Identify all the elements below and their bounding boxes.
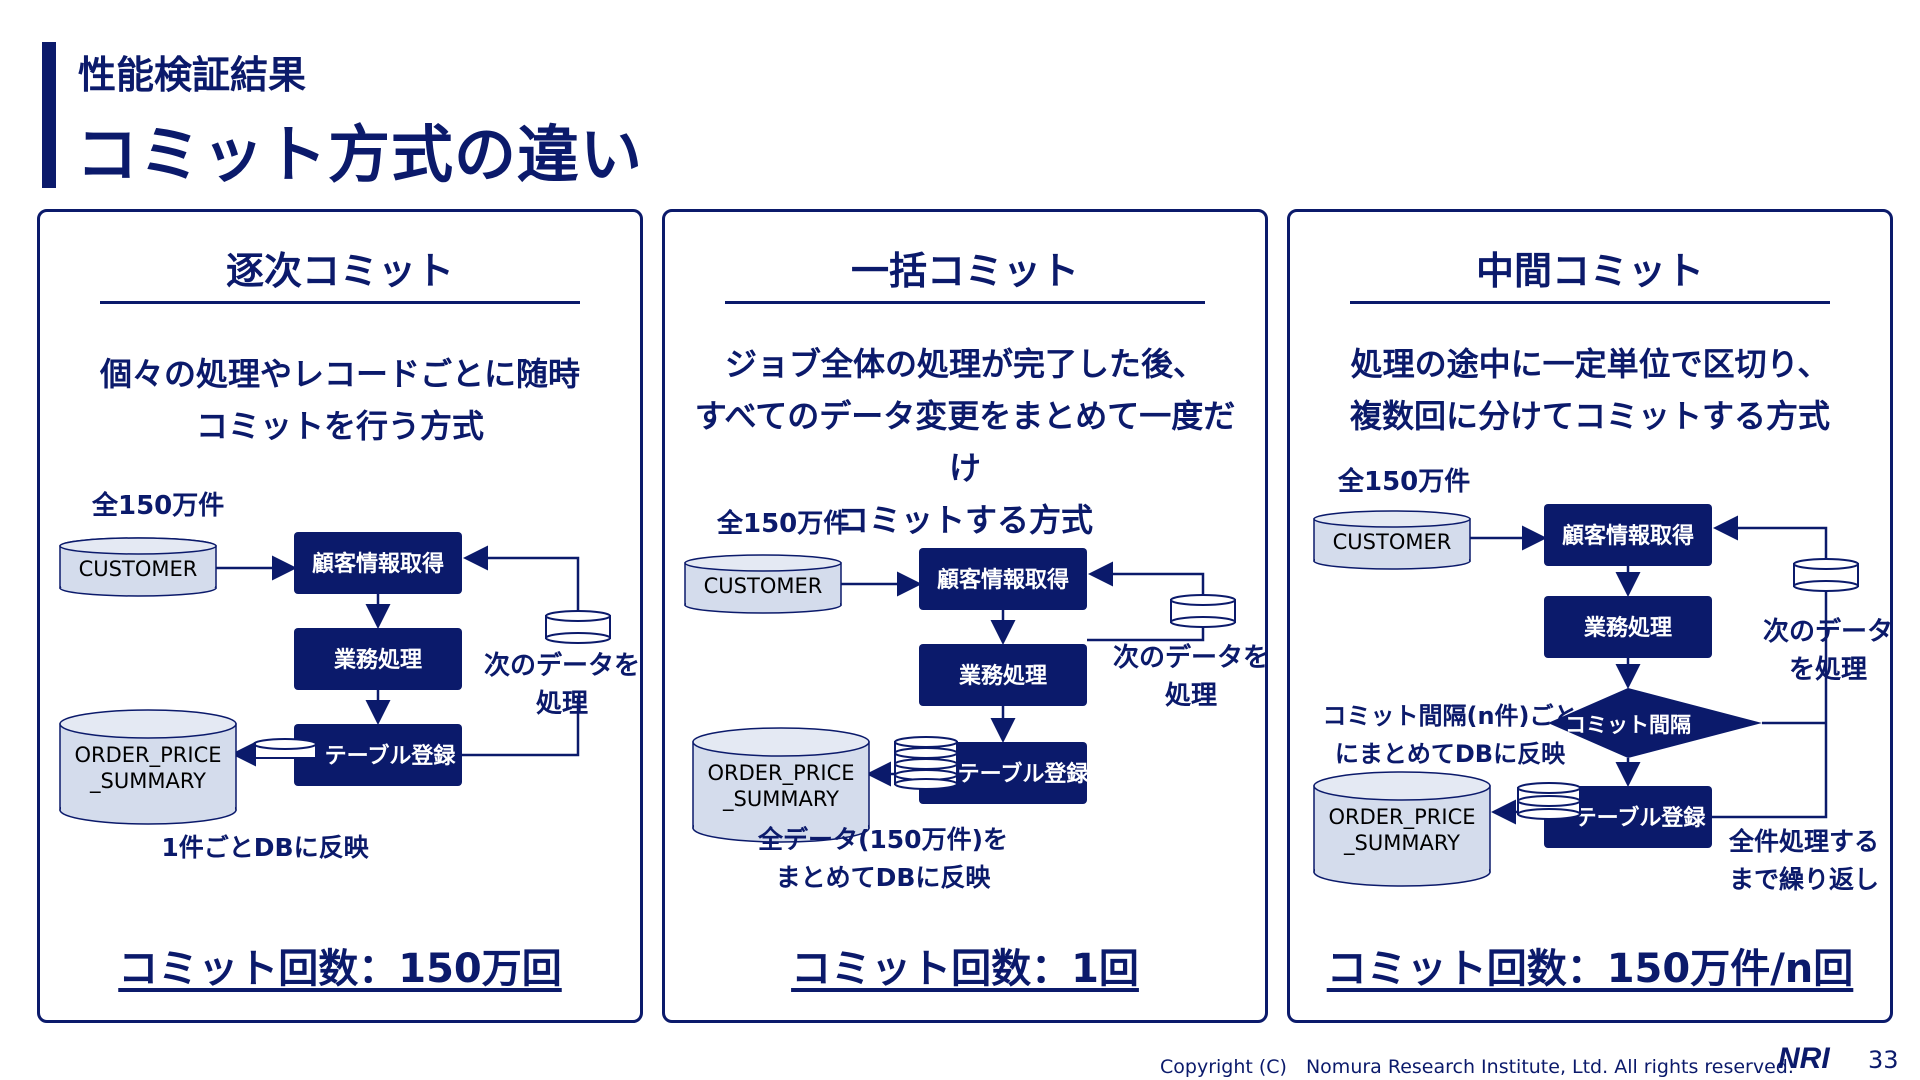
step-table-insert-box bbox=[919, 742, 1087, 804]
flow-diagram: 全150万件 CUSTOMER 顧客情報取得 業務処理 テーブル登録 bbox=[59, 490, 640, 862]
step-business-process-label: 業務処理 bbox=[959, 663, 1047, 689]
step-business-process-box bbox=[294, 628, 462, 690]
repeat-note-line2: まで繰り返し bbox=[1729, 865, 1879, 894]
commit-db-icon bbox=[253, 738, 317, 759]
step-fetch-customer-label: 顧客情報取得 bbox=[312, 551, 444, 577]
target-db-label-line1: ORDER_PRICE bbox=[707, 761, 854, 786]
decision-label: コミット間隔 bbox=[1565, 713, 1691, 737]
next-data-db-icon bbox=[1170, 594, 1236, 628]
customer-db-label: CUSTOMER bbox=[79, 557, 198, 581]
step-table-insert-label: テーブル登録 bbox=[325, 743, 457, 769]
target-db-label-line2: _SUMMARY bbox=[1343, 831, 1460, 856]
panel-description: ジョブ全体の処理が完了した後、 すべてのデータ変更をまとめて一度だけ コミットす… bbox=[694, 345, 1236, 539]
loop-label-line2: 処理 bbox=[1165, 681, 1217, 711]
reflect-note-line1: 全データ(150万件)を bbox=[757, 825, 1008, 854]
step-fetch-customer-box bbox=[1544, 504, 1712, 566]
customer-db-icon bbox=[684, 554, 842, 614]
panel-sequential-commit: 逐次コミット 個々の処理やレコードごとに随時 コミットを行う方式 全150万件 … bbox=[37, 209, 643, 1023]
step-table-insert-label: テーブル登録 bbox=[1575, 805, 1707, 831]
panel-intermediate-commit: 中間コミット 処理の途中に一定単位で区切り、 複数回に分けてコミットする方式 全… bbox=[1287, 209, 1893, 1023]
panel-heading: 中間コミット bbox=[1350, 240, 1830, 304]
nri-logo: NRI bbox=[1778, 1042, 1830, 1075]
panel-heading: 一括コミット bbox=[725, 240, 1205, 304]
reflect-note: 1件ごとDBに反映 bbox=[161, 833, 369, 862]
panel-batch-commit: 一括コミット ジョブ全体の処理が完了した後、 すべてのデータ変更をまとめて一度だ… bbox=[662, 209, 1268, 1023]
flow-diagram: 全150万件 CUSTOMER 顧客情報取得 業務処理 コミット間隔 コミット間… bbox=[1313, 466, 1890, 894]
target-db-label-line2: _SUMMARY bbox=[89, 769, 206, 794]
page-number: 33 bbox=[1868, 1046, 1899, 1074]
loop-label-line1: 次のデータ bbox=[1763, 616, 1890, 647]
step-business-process-box bbox=[919, 644, 1087, 706]
decision-note-line1: コミット間隔(n件)ごと bbox=[1322, 702, 1577, 730]
slide-supertitle: 性能検証結果 bbox=[78, 53, 307, 97]
customer-db-label: CUSTOMER bbox=[1333, 530, 1452, 554]
repeat-note-line1: 全件処理する bbox=[1728, 827, 1879, 856]
flow-diagram: 全150万件 CUSTOMER 顧客情報取得 業務処理 テーブル登録 bbox=[684, 508, 1265, 892]
order-price-summary-db-icon bbox=[692, 727, 870, 843]
step-fetch-customer-label: 顧客情報取得 bbox=[937, 567, 1069, 593]
record-count-label: 全150万件 bbox=[716, 508, 849, 539]
loop-label-line2: を処理 bbox=[1789, 655, 1867, 685]
slide-title: コミット方式の違い bbox=[76, 118, 644, 191]
commit-count: コミット回数：1回 bbox=[791, 946, 1139, 992]
step-business-process-label: 業務処理 bbox=[334, 647, 422, 673]
step-table-insert-box bbox=[294, 724, 462, 786]
commit-count: コミット回数：150万回 bbox=[118, 946, 562, 992]
step-table-insert-label: テーブル登録 bbox=[958, 761, 1090, 787]
target-db-label-line1: ORDER_PRICE bbox=[1328, 805, 1475, 830]
step-fetch-customer-label: 顧客情報取得 bbox=[1562, 523, 1694, 549]
loop-label-line1: 次のデータを bbox=[484, 650, 640, 681]
reflect-note-line2: まとめてDBに反映 bbox=[776, 863, 992, 892]
batch-db-stack-icon bbox=[894, 736, 958, 790]
loop-label-line2: 処理 bbox=[536, 689, 588, 719]
panel-description: 処理の途中に一定単位で区切り、 複数回に分けてコミットする方式 bbox=[1349, 345, 1830, 435]
commit-db-stack-icon bbox=[1517, 782, 1581, 820]
copyright-text: Copyright (C) Nomura Research Institute,… bbox=[1160, 1056, 1794, 1078]
target-db-label-line1: ORDER_PRICE bbox=[74, 743, 221, 768]
decision-note-line2: にまとめてDBに反映 bbox=[1335, 740, 1566, 768]
step-fetch-customer-box bbox=[919, 548, 1087, 610]
step-table-insert-box bbox=[1544, 786, 1712, 848]
customer-db-icon bbox=[59, 537, 217, 597]
loop-label-line1: 次のデータを bbox=[1113, 642, 1265, 673]
next-data-db-icon bbox=[545, 610, 611, 644]
title-accent-bar bbox=[42, 42, 56, 188]
commit-interval-decision bbox=[1548, 688, 1762, 758]
panel-heading: 逐次コミット bbox=[100, 240, 580, 304]
record-count-label: 全150万件 bbox=[1337, 466, 1470, 497]
commit-count: コミット回数：150万件/n回 bbox=[1326, 946, 1854, 992]
panel-description: 個々の処理やレコードごとに随時 コミットを行う方式 bbox=[99, 355, 580, 445]
step-business-process-box bbox=[1544, 596, 1712, 658]
order-price-summary-db-icon bbox=[1313, 771, 1491, 887]
next-data-db-icon bbox=[1793, 558, 1859, 592]
step-fetch-customer-box bbox=[294, 532, 462, 594]
customer-db-label: CUSTOMER bbox=[704, 574, 823, 598]
customer-db-icon bbox=[1313, 510, 1471, 570]
target-db-label-line2: _SUMMARY bbox=[722, 787, 839, 812]
record-count-label: 全150万件 bbox=[91, 490, 224, 521]
order-price-summary-db-icon bbox=[59, 709, 237, 825]
step-business-process-label: 業務処理 bbox=[1584, 615, 1672, 641]
